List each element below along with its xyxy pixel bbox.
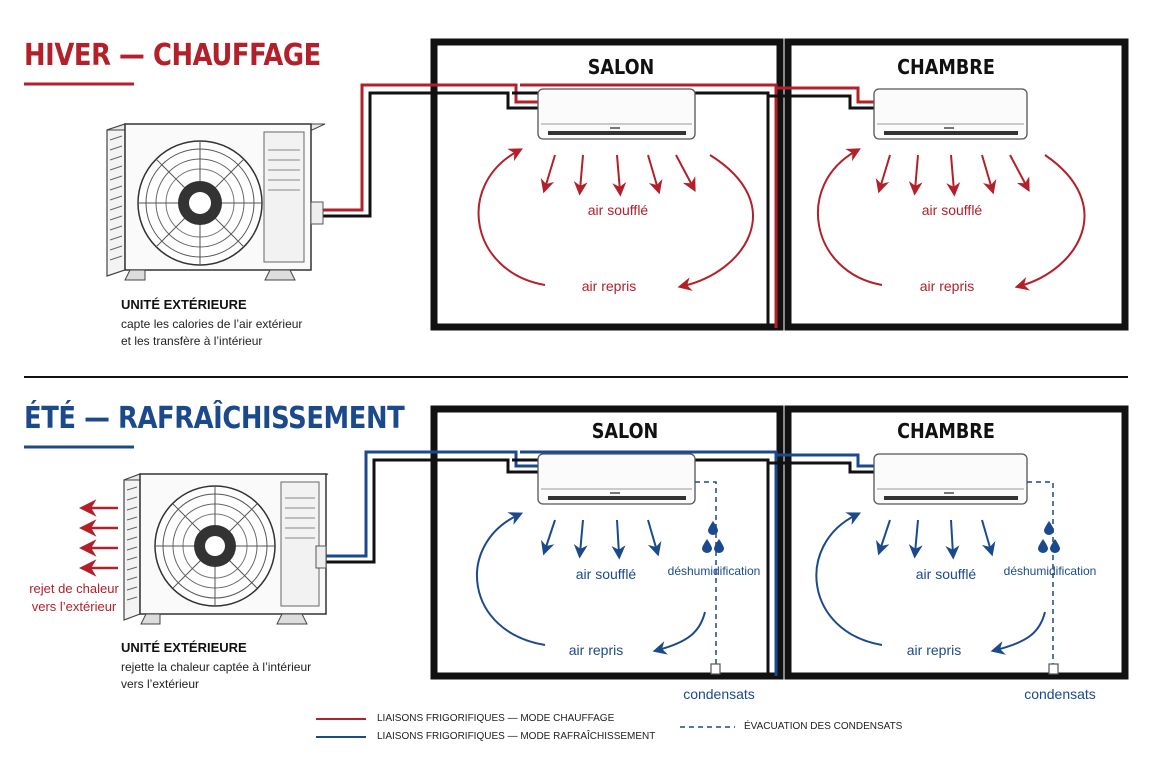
- legend-drain-label: ÉVACUATION DES CONDENSATS: [744, 721, 903, 732]
- winter-salon-air-out-label: air soufflé: [587, 202, 649, 218]
- winter-title: HIVER — CHAUFFAGE: [24, 38, 321, 73]
- summer-room-chambre-label: CHAMBRE: [897, 419, 995, 443]
- summer-chambre-condensate-label: condensats: [1024, 686, 1096, 702]
- winter-outdoor-line2: et les transfère à l’intérieur: [121, 334, 263, 348]
- summer-title: ÉTÉ — RAFRAÎCHISSEMENT: [24, 401, 405, 436]
- winter-outdoor-title: UNITÉ EXTÉRIEURE: [121, 297, 247, 312]
- winter-room-salon-label: SALON: [587, 55, 655, 79]
- summer-room-salon-label: SALON: [591, 419, 659, 443]
- summer-salon-water-drops-icon: [702, 521, 724, 553]
- winter-chambre-air-in-label: air repris: [919, 278, 975, 294]
- summer-salon-condensate-outlet: [710, 663, 721, 675]
- winter-outdoor-line1: capte les calories de l’air extérieur: [121, 317, 303, 331]
- heat-reject-label-2: vers l’extérieur: [31, 599, 117, 614]
- summer-chambre-water-drops-icon: [1038, 521, 1060, 553]
- summer-chambre-condensate-outlet: [1048, 663, 1059, 675]
- legend-cooling-label: LIAISONS FRIGORIFIQUES — MODE RAFRAÎCHIS…: [377, 731, 656, 742]
- winter-salon-indoor-unit: [537, 88, 696, 140]
- summer-chambre-dehum-label: déshumidification: [1003, 564, 1097, 578]
- winter-salon-airflow: [477, 148, 754, 291]
- heat-reject-arrows: [79, 499, 118, 577]
- summer-room-chambre: [784, 405, 1129, 680]
- summer-salon-air-out-label: air soufflé: [575, 566, 637, 582]
- summer-salon-air-in-label: air repris: [568, 642, 624, 658]
- summer-chambre-air-in-label: air repris: [906, 642, 962, 658]
- summer-salon-indoor-unit: [537, 453, 696, 505]
- summer-chambre-indoor-unit: [873, 453, 1028, 505]
- winter-outdoor-unit: [106, 123, 326, 281]
- winter-chambre-airflow: [816, 148, 1086, 291]
- winter-salon-air-in-label: air repris: [581, 278, 637, 294]
- summer-salon-airflow: [475, 512, 706, 655]
- summer-outdoor-title: UNITÉ EXTÉRIEURE: [121, 640, 247, 655]
- heat-reject-label-1: rejet de chaleur: [29, 581, 119, 596]
- summer-salon-dehum-label: déshumidification: [667, 564, 761, 578]
- summer-chambre-airflow: [815, 512, 1046, 655]
- winter-chambre-indoor-unit: [873, 88, 1028, 140]
- summer-salon-condensate-label: condensats: [683, 686, 755, 702]
- summer-outdoor-line1: rejette la chaleur captée à l’intérieur: [121, 660, 312, 674]
- winter-chambre-air-out-label: air soufflé: [921, 202, 983, 218]
- summer-chambre-air-out-label: air soufflé: [915, 566, 977, 582]
- summer-room-salon: [430, 405, 784, 680]
- summer-outdoor-line2: vers l’extérieur: [121, 677, 200, 691]
- legend-heating-label: LIAISONS FRIGORIFIQUES — MODE CHAUFFAGE: [377, 713, 615, 724]
- summer-outdoor-unit: [123, 473, 329, 625]
- winter-room-chambre-label: CHAMBRE: [897, 55, 995, 79]
